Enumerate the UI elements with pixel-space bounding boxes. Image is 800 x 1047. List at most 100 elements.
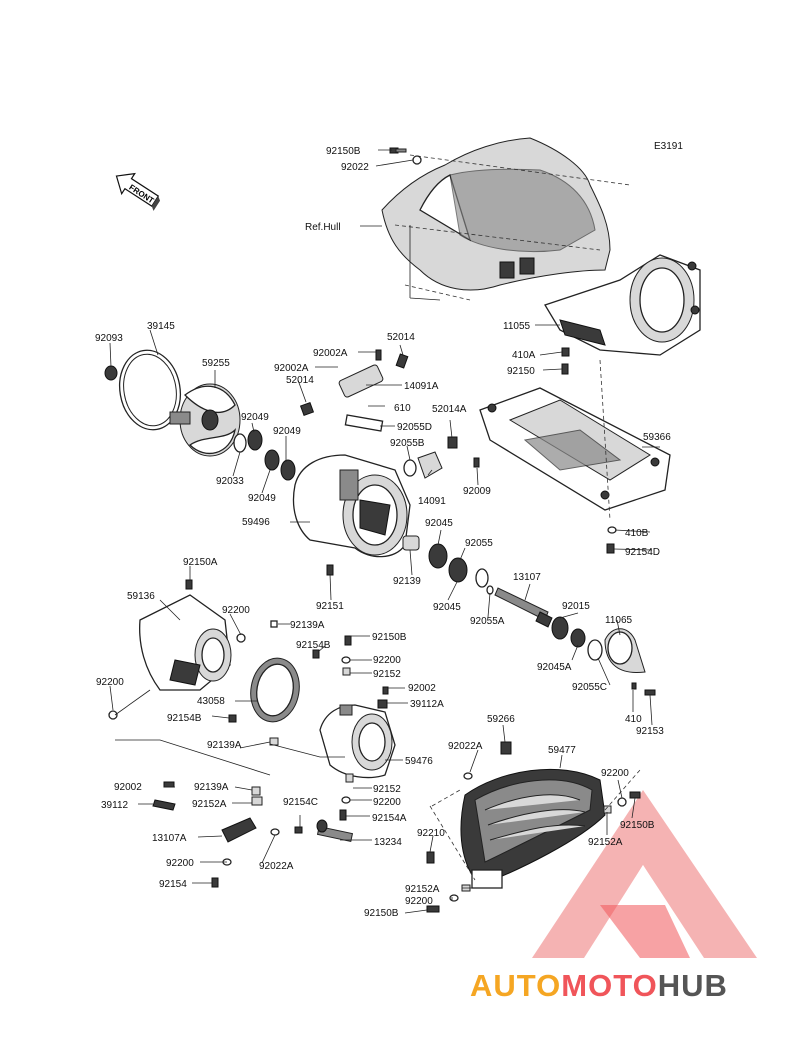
label-92210: 92210	[417, 828, 445, 839]
label-11055: 11055	[503, 321, 531, 332]
label-13107: 13107	[513, 572, 541, 583]
label-92200-d: 92200	[166, 858, 194, 869]
label-92022-top: 92022	[341, 162, 369, 173]
label-92015: 92015	[562, 601, 590, 612]
hull-reference	[381, 137, 631, 301]
label-92200-c: 92200	[373, 797, 401, 808]
bearing-92045-a	[428, 543, 448, 569]
bushing-92139	[402, 535, 420, 551]
bearing-92015	[551, 616, 569, 640]
label-92055D: 92055D	[397, 422, 432, 433]
label-92152-a: 92152	[373, 669, 401, 680]
label-92200-right: 92200	[601, 768, 629, 779]
watermark-logo	[532, 790, 757, 958]
label-92200-a: 92200	[222, 605, 250, 616]
label-92151: 92151	[316, 601, 344, 612]
label-39112A: 39112A	[410, 699, 444, 710]
front-arrow-icon: FRONT	[115, 172, 161, 211]
label-92022A-b: 92022A	[259, 861, 294, 872]
label-13234: 13234	[374, 837, 402, 848]
label-92002A-b: 92002A	[274, 363, 309, 374]
label-92045-a: 92045	[425, 518, 453, 529]
ring-43058	[250, 657, 300, 723]
label-92055: 92055	[465, 538, 493, 549]
rod-13234	[316, 819, 354, 843]
label-92033: 92033	[216, 476, 244, 487]
label-92150B-top: 92150B	[326, 146, 361, 157]
label-92153: 92153	[636, 726, 664, 737]
label-92200-b: 92200	[373, 655, 401, 666]
watermark-part-moto: MOTO	[561, 968, 657, 1003]
label-92150B-bot: 92150B	[364, 908, 399, 919]
bracket-14091A	[338, 364, 384, 398]
label-ref-hull: Ref.Hull	[305, 222, 341, 233]
watermark-part-hub: HUB	[658, 968, 728, 1003]
label-92139A-c: 92139A	[194, 782, 229, 793]
label-410A: 410A	[512, 350, 536, 361]
label-59477: 59477	[548, 745, 576, 756]
label-92150B-r: 92150B	[620, 820, 655, 831]
label-52014A: 52014A	[432, 404, 467, 415]
label-92154D: 92154D	[625, 547, 660, 558]
label-11065: 11065	[605, 615, 633, 626]
nozzle-59136	[139, 594, 232, 691]
hardware-bolts	[108, 147, 656, 913]
label-92154A: 92154A	[372, 813, 407, 824]
cone-11065	[604, 628, 646, 674]
label-92055A: 92055A	[470, 616, 505, 627]
label-92055C: 92055C	[572, 682, 607, 693]
label-59266: 59266	[487, 714, 515, 725]
label-92022A-a: 92022A	[448, 741, 483, 752]
label-92055B: 92055B	[390, 438, 425, 449]
label-92150: 92150	[507, 366, 535, 377]
ring-39145	[119, 349, 181, 431]
pump-case-59496	[292, 454, 411, 558]
label-92152A-r: 92152A	[588, 837, 623, 848]
label-13107A: 13107A	[152, 833, 187, 844]
label-92049-a: 92049	[241, 412, 269, 423]
plug-92093	[104, 365, 118, 381]
label-92154: 92154	[159, 879, 187, 890]
label-92045-b: 92045	[433, 602, 461, 613]
label-92154C: 92154C	[283, 797, 318, 808]
pump-plate-59366	[479, 387, 671, 511]
label-39145: 39145	[147, 321, 175, 332]
label-92009: 92009	[463, 486, 491, 497]
ring-92055C	[587, 639, 603, 661]
label-59496: 59496	[242, 517, 270, 528]
label-92139: 92139	[393, 576, 421, 587]
label-92150A: 92150A	[183, 557, 218, 568]
label-92200-left: 92200	[96, 677, 124, 688]
bearing-92049-c	[280, 459, 296, 481]
shaft-13107	[494, 587, 553, 628]
label-92002-a: 92002	[408, 683, 436, 694]
label-92154B-b: 92154B	[167, 713, 202, 724]
label-92152A-a: 92152A	[192, 799, 227, 810]
label-410B: 410B	[625, 528, 649, 539]
label-92049-c: 92049	[248, 493, 276, 504]
label-59476: 59476	[405, 756, 433, 767]
label-92152-b: 92152	[373, 784, 401, 795]
bracket-39112	[152, 799, 176, 811]
ring-92055B	[403, 459, 417, 477]
ring-92055A	[486, 585, 494, 595]
label-92049-b: 92049	[273, 426, 301, 437]
label-14091: 14091	[418, 496, 446, 507]
label-92139A-b: 92139A	[207, 740, 242, 751]
label-59255: 59255	[202, 358, 230, 369]
diagram-code: E3191	[654, 141, 683, 152]
label-92002A-a: 92002A	[313, 348, 348, 359]
label-92139A-a: 92139A	[290, 620, 325, 631]
gasket-92055D	[344, 414, 384, 432]
bearing-92049-a	[247, 429, 263, 451]
label-59136: 59136	[127, 591, 155, 602]
cover-59477	[460, 768, 606, 889]
impeller-59255	[169, 383, 241, 457]
label-59366: 59366	[643, 432, 671, 443]
label-92154B-a: 92154B	[296, 640, 331, 651]
bearing-92049-b	[264, 449, 280, 471]
label-43058: 43058	[197, 696, 225, 707]
label-610: 610	[394, 403, 411, 414]
label-39112: 39112	[101, 800, 129, 811]
